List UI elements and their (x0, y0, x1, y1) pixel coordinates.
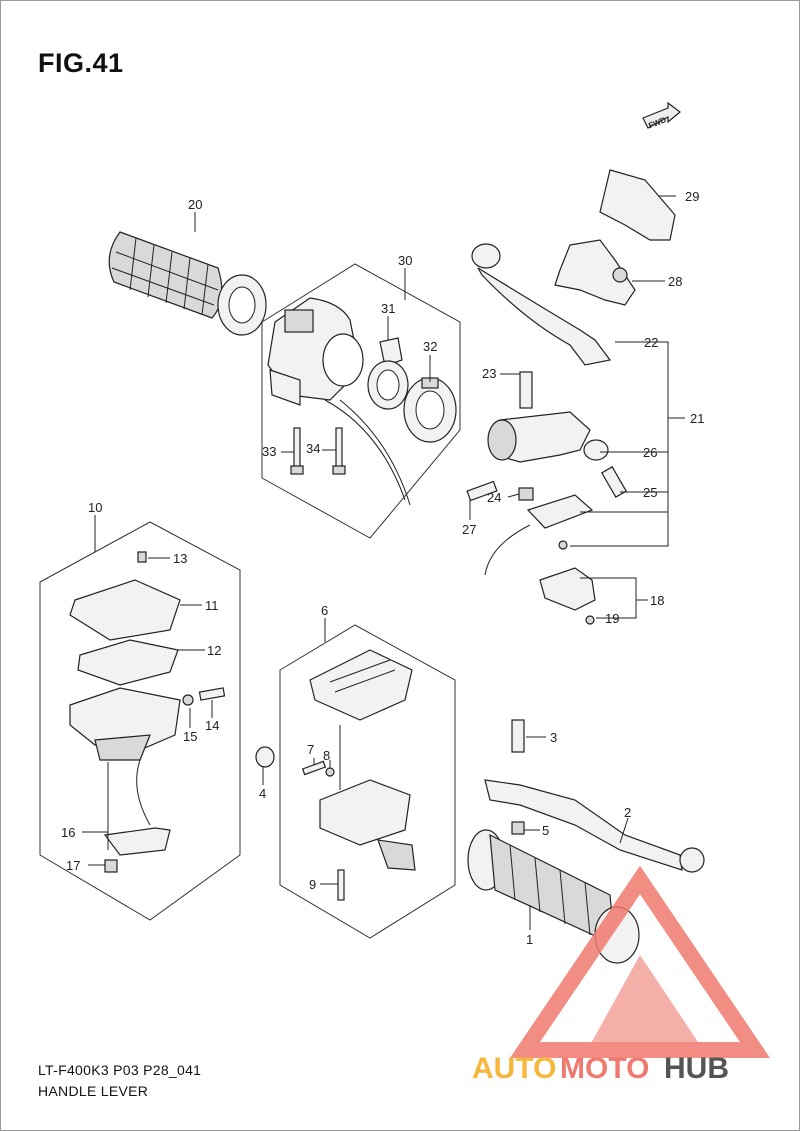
callout-1: 1 (526, 932, 533, 947)
callout-25: 25 (643, 485, 657, 500)
brake-lever-part-22 (471, 243, 612, 366)
callout-5: 5 (542, 823, 549, 838)
callout-numbers: 20 30 31 32 33 34 29 28 22 23 21 26 25 2… (61, 189, 704, 947)
callout-9: 9 (309, 877, 316, 892)
callout-19: 19 (605, 611, 619, 626)
callout-16: 16 (61, 825, 75, 840)
callout-2: 2 (624, 805, 631, 820)
watermark-logo (509, 865, 771, 1058)
nut-part-5 (511, 821, 525, 835)
watermark-auto: AUTO (472, 1052, 556, 1085)
clutch-lever-part-2 (484, 779, 705, 873)
watermark-hub: HUB (664, 1052, 729, 1085)
lever-guard-part-28 (554, 239, 636, 306)
callout-22: 22 (644, 335, 658, 350)
switch-upper-part-6 (309, 649, 413, 721)
callout-29: 29 (685, 189, 699, 204)
watermark-text: AUTO MOTO HUB (472, 1052, 729, 1085)
screws-13-14-15 (137, 551, 226, 706)
callout-30: 30 (398, 253, 412, 268)
callout-7: 7 (307, 742, 314, 757)
callout-11: 11 (205, 598, 219, 613)
gasket-part-12 (77, 639, 179, 686)
switch-lower-part (301, 760, 416, 901)
callout-8: 8 (323, 748, 330, 763)
model-code: LT-F400K3 P03 P28_041 (38, 1062, 202, 1078)
leader-lines (82, 195, 676, 930)
figure-title: FIG.41 (38, 48, 124, 78)
callout-20: 20 (188, 197, 202, 212)
screws-33-34 (290, 427, 346, 475)
master-cylinder-part-21 (466, 371, 628, 576)
diagram-subtitle: HANDLE LEVER (38, 1083, 149, 1099)
callout-34: 34 (306, 441, 320, 456)
callout-27: 27 (462, 522, 476, 537)
callout-14: 14 (205, 718, 219, 733)
throttle-housing-part (267, 297, 411, 506)
left-grip-part (108, 231, 267, 336)
switch-cover-part-11 (69, 579, 181, 641)
callout-28: 28 (668, 274, 682, 289)
callout-32: 32 (423, 339, 437, 354)
callout-24: 24 (487, 490, 501, 505)
callout-21: 21 (690, 411, 704, 426)
callout-3: 3 (550, 730, 557, 745)
throttle-lever-part-31 (367, 337, 409, 410)
stop-switch-part-18 (539, 567, 596, 625)
callout-15: 15 (183, 729, 197, 744)
callout-6: 6 (321, 603, 328, 618)
callout-17: 17 (66, 858, 80, 873)
callout-13: 13 (173, 551, 187, 566)
callout-31: 31 (381, 301, 395, 316)
watermark-moto: MOTO (560, 1052, 649, 1085)
collar-part-4 (255, 746, 275, 768)
throttle-case-part-32 (403, 377, 457, 443)
callout-33: 33 (262, 444, 276, 459)
right-grip-part-1 (467, 829, 640, 964)
switch-box-part-10 (69, 687, 181, 826)
callout-23: 23 (482, 366, 496, 381)
callout-18: 18 (650, 593, 664, 608)
clamp-part-16 (103, 827, 171, 873)
bolt-part-3 (511, 719, 525, 753)
callout-12: 12 (207, 643, 221, 658)
forward-arrow-icon: FWD (642, 101, 681, 130)
callout-26: 26 (643, 445, 657, 460)
callout-10: 10 (88, 500, 102, 515)
cover-part-29 (599, 169, 676, 241)
callout-4: 4 (259, 786, 266, 801)
